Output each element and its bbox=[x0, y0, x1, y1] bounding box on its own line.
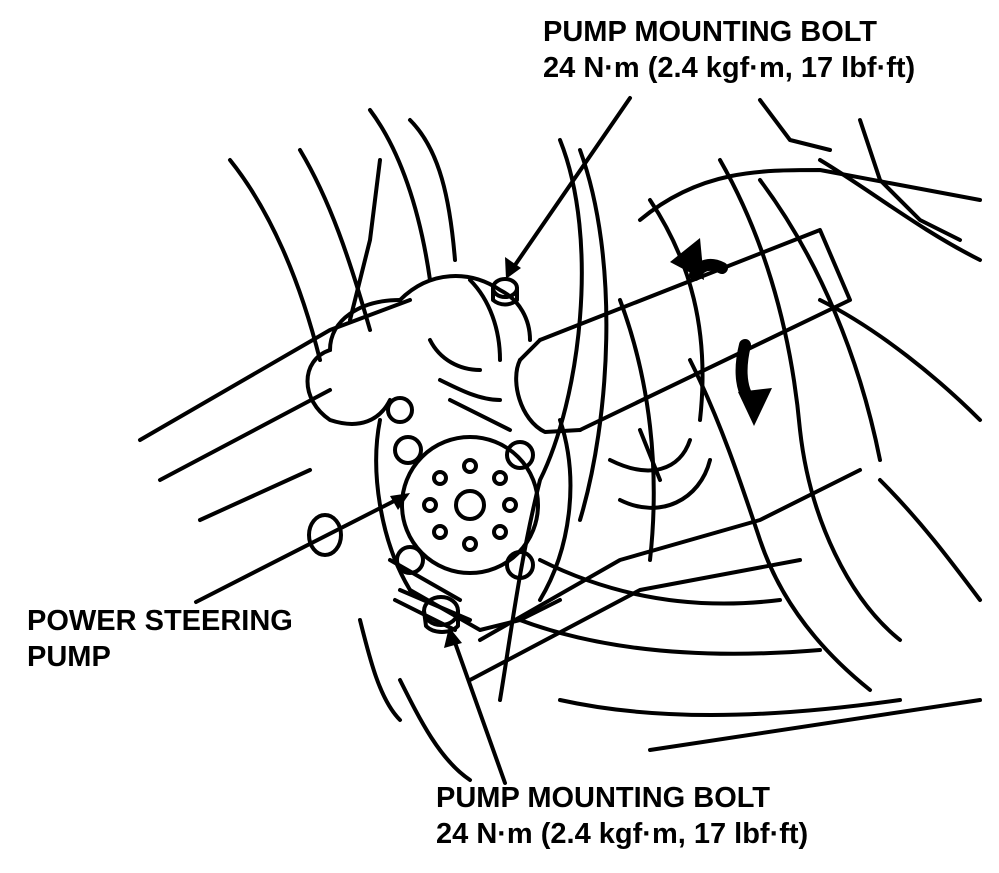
top-bolt-torque: 24 N·m (2.4 kgf·m, 17 lbf·ft) bbox=[543, 52, 916, 84]
bottom-bolt-torque: 24 N·m (2.4 kgf·m, 17 lbf·ft) bbox=[436, 818, 809, 850]
rotation-arrow-up-icon bbox=[670, 238, 728, 281]
wrench-handle bbox=[514, 228, 852, 434]
bottom-bolt-name: PUMP MOUNTING BOLT bbox=[436, 782, 771, 814]
top-bolt-name: PUMP MOUNTING BOLT bbox=[543, 16, 878, 48]
pump-pulley-flange bbox=[386, 396, 540, 580]
bottom-mounting-bolt bbox=[422, 595, 460, 634]
leader-line-bottom bbox=[451, 635, 507, 785]
leader-line-top bbox=[511, 96, 632, 270]
pump-label-line2: PUMP bbox=[27, 641, 111, 673]
leader-arrowhead-bottom bbox=[444, 627, 462, 648]
pump-callout: POWER STEERING PUMP bbox=[27, 603, 293, 675]
leader-arrowhead-top bbox=[505, 257, 521, 279]
rotation-arrow-down-icon bbox=[735, 339, 772, 426]
leader-line-pump bbox=[194, 496, 402, 604]
top-mounting-bolt bbox=[491, 277, 519, 307]
top-bolt-callout: PUMP MOUNTING BOLT 24 N·m (2.4 kgf·m, 17… bbox=[543, 14, 915, 86]
hose-fitting bbox=[307, 428, 712, 557]
leader-arrowhead-pump bbox=[390, 493, 410, 510]
bottom-bolt-callout: PUMP MOUNTING BOLT 24 N·m (2.4 kgf·m, 17… bbox=[436, 780, 808, 852]
pump-label-line1: POWER STEERING bbox=[27, 605, 293, 637]
engine-frame-lines bbox=[138, 98, 982, 782]
